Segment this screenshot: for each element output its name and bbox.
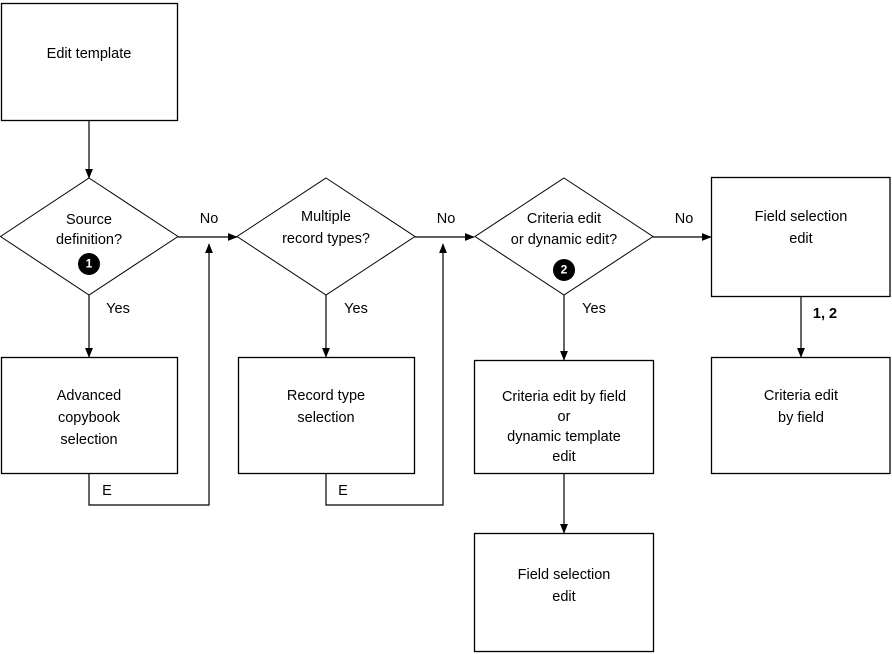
node-label-criteria-edit-by-field-line2: by field xyxy=(778,410,824,426)
node-label-advanced-copybook-line2: copybook xyxy=(58,410,121,426)
edge-label-no-2: No xyxy=(437,211,456,227)
node-label-record-type-selection-line1: Record type xyxy=(287,388,365,404)
node-label-field-selection-edit-right-line2: edit xyxy=(789,231,812,247)
node-criteria-edit-by-field[interactable] xyxy=(710,356,891,475)
node-label-criteria-edit-dynamic-line1: Criteria edit by field xyxy=(502,389,626,405)
node-label-criteria-edit-dynamic-line2: or xyxy=(558,409,571,425)
edge-label-no-1: No xyxy=(200,211,219,227)
node-label-edit-template: Edit template xyxy=(47,46,132,62)
node-label-record-type-selection-line2: selection xyxy=(297,410,354,426)
node-criteria-edit-by-field-or-dynamic[interactable] xyxy=(473,359,655,475)
connector-e-loop-advanced xyxy=(88,243,213,506)
edge-label-e-2: E xyxy=(338,483,348,499)
node-label-field-selection-edit-bottom-line1: Field selection xyxy=(518,567,611,583)
marker-label-1: 1 xyxy=(86,257,93,271)
node-label-field-selection-edit-right-line1: Field selection xyxy=(755,209,848,225)
node-label-criteria-edit-by-field-line1: Criteria edit xyxy=(764,388,838,404)
node-label-criteria-edit-dynamic-line4: edit xyxy=(552,449,575,465)
node-record-type-selection[interactable] xyxy=(237,356,416,475)
edge-label-yes-1: Yes xyxy=(106,301,130,317)
node-label-advanced-copybook-line3: selection xyxy=(60,432,117,448)
node-label-criteria-edit-dynamic-line3: dynamic template xyxy=(507,429,621,445)
node-label-source-definition-line2: definition? xyxy=(56,232,122,248)
node-advanced-copybook-selection[interactable] xyxy=(0,356,179,475)
connector-e-loop-recordtype xyxy=(325,243,447,506)
node-multiple-record-types[interactable] xyxy=(236,177,416,296)
node-edit-template[interactable] xyxy=(0,2,179,122)
marker-label-2: 2 xyxy=(561,263,568,277)
node-source-definition[interactable] xyxy=(0,177,179,296)
edge-label-e-1: E xyxy=(102,483,112,499)
node-label-multiple-record-types-line2: record types? xyxy=(282,231,370,247)
node-label-source-definition-line1: Source xyxy=(66,212,112,228)
edge-label-yes-3: Yes xyxy=(582,301,606,317)
marker-circle-1 xyxy=(78,253,100,275)
node-label-criteria-or-dynamic-line1: Criteria edit xyxy=(527,211,601,227)
edge-label-no-3: No xyxy=(675,211,694,227)
node-label-advanced-copybook-line1: Advanced xyxy=(57,388,122,404)
node-field-selection-edit-right[interactable] xyxy=(710,176,891,298)
node-label-criteria-or-dynamic-line2: or dynamic edit? xyxy=(511,232,617,248)
node-field-selection-edit-bottom[interactable] xyxy=(473,532,655,653)
node-label-field-selection-edit-bottom-line2: edit xyxy=(552,589,575,605)
node-label-multiple-record-types-line1: Multiple xyxy=(301,209,351,225)
edge-label-one-two: 1, 2 xyxy=(813,306,837,322)
edge-label-yes-2: Yes xyxy=(344,301,368,317)
marker-circle-2 xyxy=(553,259,575,281)
node-criteria-or-dynamic-edit[interactable] xyxy=(474,177,654,296)
